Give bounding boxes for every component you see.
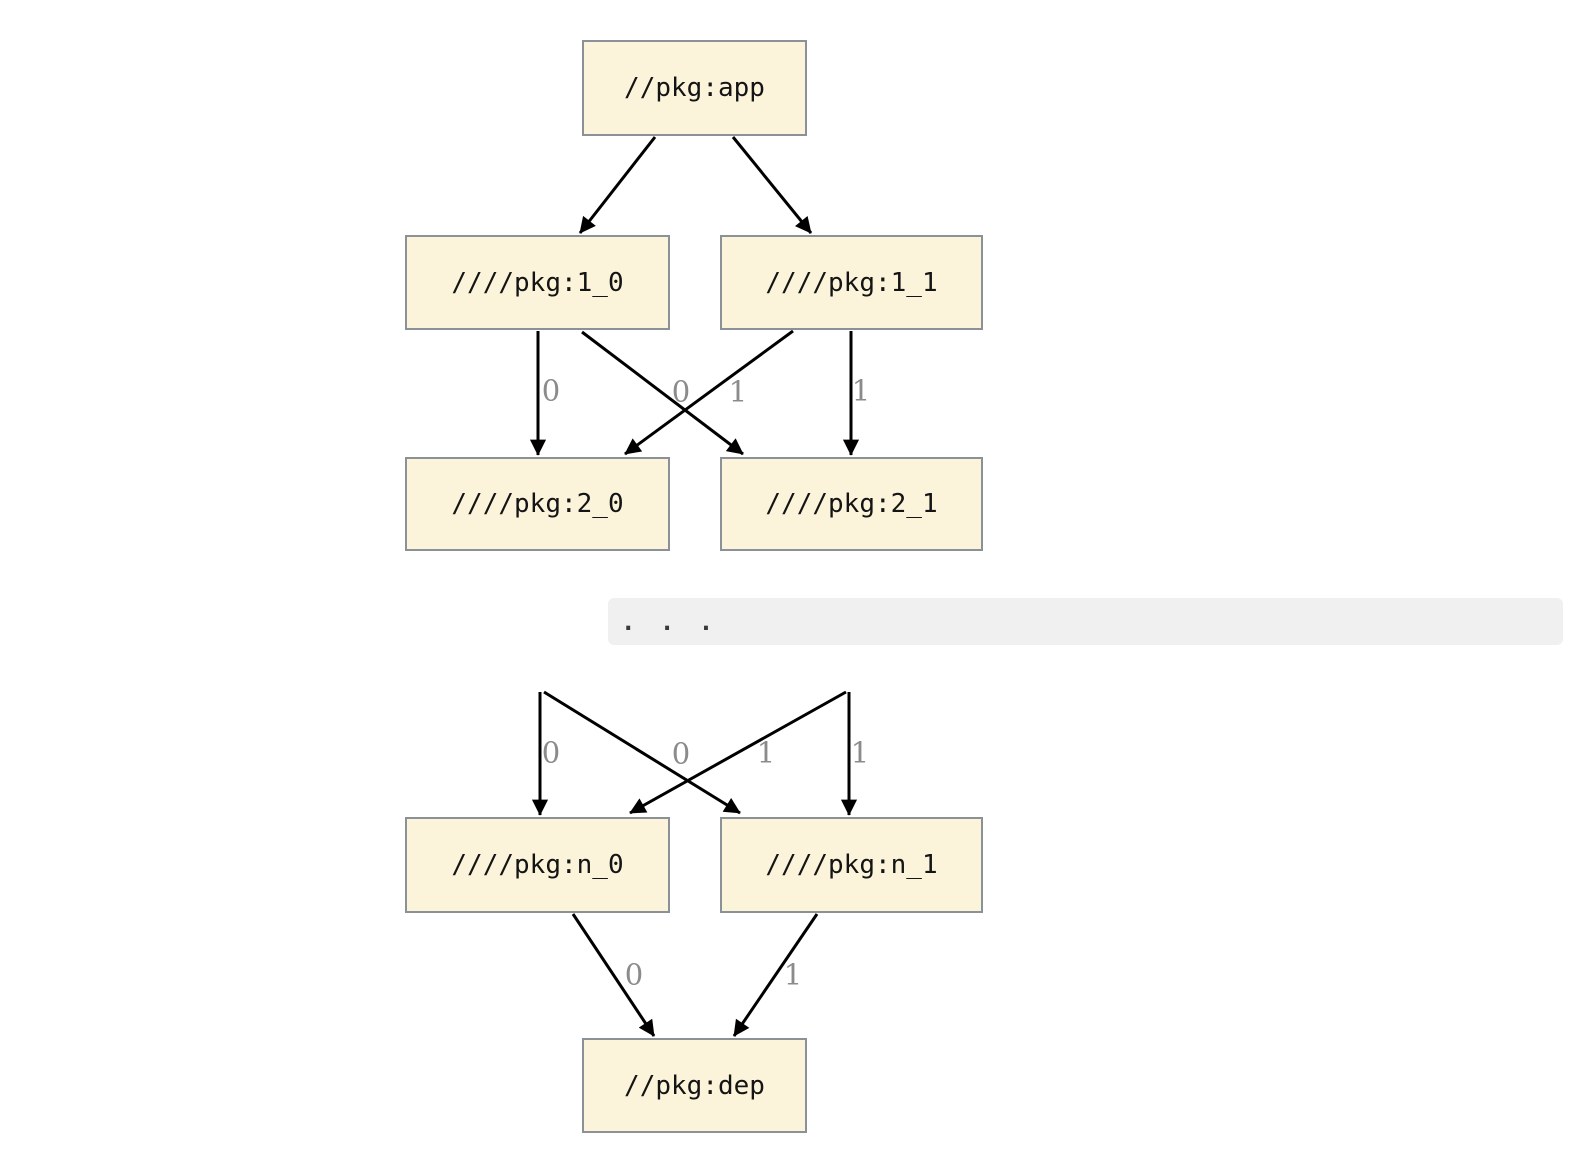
edge-label: 0: [541, 373, 561, 408]
edge-1_1-to-2_0: [624, 329, 794, 456]
node-pkg-dep: //pkg:dep: [582, 1038, 807, 1133]
edge-label: 1: [783, 957, 803, 992]
node-pkg-2_1: ////pkg:2_1: [720, 457, 983, 551]
edge-label: 0: [671, 374, 691, 409]
ellipsis-code-block: . . .: [608, 598, 1563, 645]
edge-label: 1: [756, 735, 776, 770]
node-pkg-n_1: ////pkg:n_1: [720, 817, 983, 913]
edge-label: 1: [728, 374, 748, 409]
edge-label: 0: [541, 735, 561, 770]
edge-ellipsis-right-to-n_0: [629, 690, 847, 815]
node-pkg-n_0: ////pkg:n_0: [405, 817, 670, 913]
edge-label: 1: [850, 735, 870, 770]
edge-ellipsis-left-to-n_1: [543, 690, 741, 815]
edge-label: 0: [624, 957, 644, 992]
node-pkg-1_1: ////pkg:1_1: [720, 235, 983, 330]
node-pkg-app: //pkg:app: [582, 40, 807, 136]
edge-1_0-to-2_1: [581, 330, 744, 456]
edge-app-to-1_1: [731, 136, 813, 234]
edge-n_1-to-dep: [732, 913, 819, 1037]
edge-n_0-to-dep: [571, 913, 656, 1037]
node-pkg-1_0: ////pkg:1_0: [405, 235, 670, 330]
edge-app-to-1_0: [578, 136, 657, 234]
edge-label: 1: [851, 373, 871, 408]
node-pkg-2_0: ////pkg:2_0: [405, 457, 670, 551]
ellipsis-text: . . .: [621, 607, 715, 636]
edge-label: 0: [671, 736, 691, 771]
